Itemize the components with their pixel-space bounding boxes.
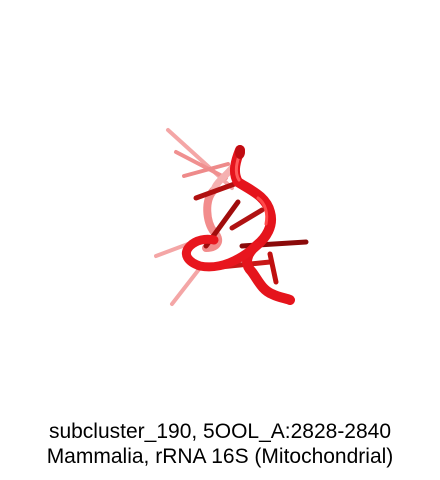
caption-line-1: subcluster_190, 5OOL_A:2828-2840 <box>48 420 392 443</box>
faded-bases <box>154 128 234 306</box>
backbone-front <box>181 145 295 305</box>
caption-line-2: Mammalia, rRNA 16S (Mitochondrial) <box>46 445 394 468</box>
structure-render <box>154 128 309 306</box>
top-terminus <box>235 145 245 159</box>
caption: subcluster_190, 5OOL_A:2828-2840 Mammali… <box>0 419 440 469</box>
rna-cartoon-structure <box>154 128 309 306</box>
